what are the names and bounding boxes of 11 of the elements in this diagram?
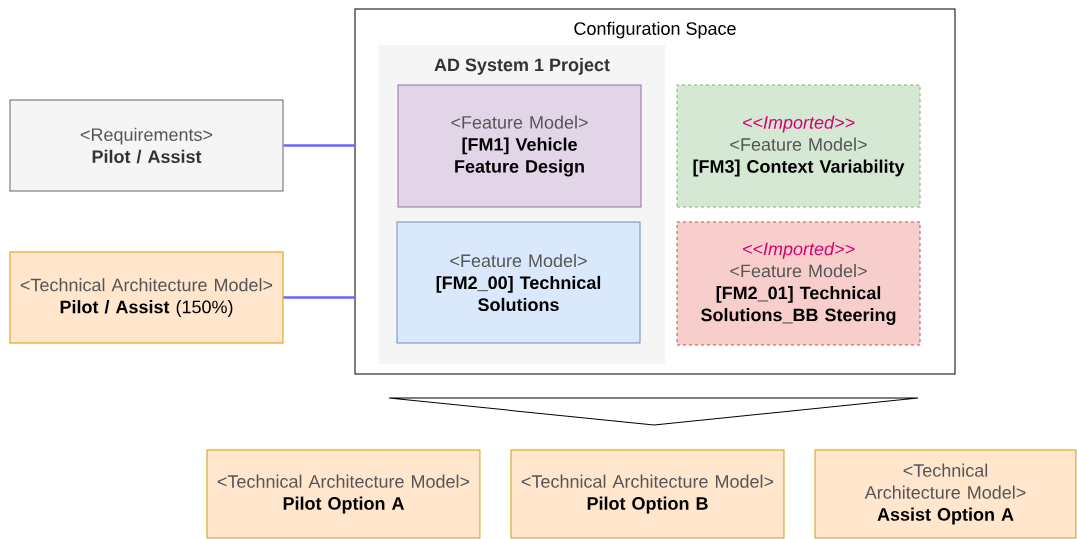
architecture-model-box: <Technical Architecture Model> Pilot Option A <box>206 449 481 539</box>
feature-model-box: <<Imported>> <Feature Model> [FM3] Context Variability <box>676 84 921 208</box>
architecture-model-box: <Technical Architecture Model> Pilot Option B <box>510 449 785 539</box>
architecture-model-box: <Technical Architecture Model> Assist Option A <box>814 449 1077 539</box>
connector-line <box>283 296 355 299</box>
architecture-model-box: <Technical Architecture Model> Pilot / Assist (150%) <box>9 251 284 344</box>
connector-line <box>283 144 355 147</box>
feature-model-box: <Feature Model> [FM2_00] Technical Solutions <box>396 221 641 344</box>
feature-model-box: <Feature Model> [FM1] Vehicle Feature Design <box>397 84 642 208</box>
feature-model-box: <<Imported>> <Feature Model> [FM2_01] Technical Solutions_BB Steering <box>676 221 921 346</box>
requirements-box: <Requirements> Pilot / Assist <box>9 99 284 192</box>
